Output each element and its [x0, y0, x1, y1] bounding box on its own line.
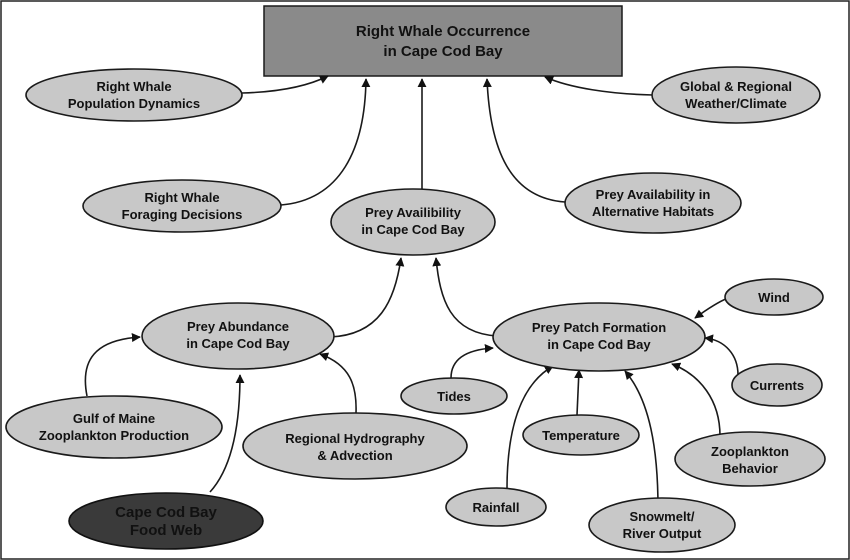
edge-temperature-to-patch [574, 369, 584, 416]
node-gulf-of-maine-line-1: Gulf of Maine [73, 411, 155, 426]
title-line-2: in Cape Cod Bay [383, 43, 503, 60]
edge-snowmelt-to-patch [624, 370, 659, 509]
node-zooplankton-behavior-line-1: Zooplankton [711, 444, 789, 459]
node-temperature-label: Temperature [542, 428, 620, 443]
edge-population-to-title [241, 75, 329, 94]
edge-gulf-to-abundance [84, 333, 141, 397]
node-gulf-of-maine: Gulf of Maine Zooplankton Production [5, 395, 223, 459]
edge-zooplankton-to-patch [671, 362, 721, 437]
title-node: Right Whale Occurrence in Cape Cod Bay [263, 5, 623, 77]
node-foraging-decisions-line-1: Right Whale [144, 190, 219, 205]
node-patch-formation: Prey Patch Formation in Cape Cod Bay [492, 302, 706, 372]
node-patch-formation-line-1: Prey Patch Formation [532, 320, 666, 335]
node-currents-label: Currents [750, 378, 804, 393]
title-line-1: Right Whale Occurrence [356, 23, 530, 40]
node-weather-climate-line-1: Global & Regional [680, 79, 792, 94]
node-regional-hydrography-line-1: Regional Hydrography [285, 431, 425, 446]
node-weather-climate: Global & Regional Weather/Climate [651, 66, 821, 124]
node-snowmelt: Snowmelt/ River Output [588, 497, 736, 553]
node-cape-cod-food-web-line-2: Food Web [130, 522, 202, 539]
node-zooplankton-behavior-line-2: Behavior [722, 461, 778, 476]
node-foraging-decisions-line-2: Foraging Decisions [122, 207, 243, 222]
node-prey-availability-line-2: in Cape Cod Bay [361, 222, 465, 237]
node-population-dynamics: Right Whale Population Dynamics [25, 68, 243, 122]
edge-alternative-to-title [482, 78, 566, 203]
node-prey-abundance: Prey Abundance in Cape Cod Bay [141, 302, 335, 370]
node-prey-abundance-line-1: Prey Abundance [187, 319, 289, 334]
node-rainfall: Rainfall [445, 487, 547, 527]
edge-currents-to-patch [704, 334, 739, 376]
node-cape-cod-food-web: Cape Cod Bay Food Web [68, 492, 264, 550]
node-wind: Wind [724, 278, 824, 316]
node-tides-label: Tides [437, 389, 471, 404]
node-snowmelt-line-1: Snowmelt/ [629, 509, 694, 524]
edge-rainfall-to-patch [506, 365, 554, 490]
node-alternative-habitats: Prey Availability in Alternative Habitat… [564, 172, 742, 234]
edges [84, 75, 739, 509]
node-population-dynamics-line-1: Right Whale [96, 79, 171, 94]
node-currents: Currents [731, 363, 823, 407]
node-regional-hydrography: Regional Hydrography & Advection [242, 412, 468, 480]
edge-patch-to-availability [432, 257, 498, 337]
node-tides: Tides [400, 377, 508, 415]
node-prey-availability-line-1: Prey Availibility [365, 205, 462, 220]
node-patch-formation-line-2: in Cape Cod Bay [547, 337, 651, 352]
edge-tides-to-patch [450, 344, 494, 379]
node-temperature: Temperature [522, 414, 640, 456]
node-population-dynamics-line-2: Population Dynamics [68, 96, 200, 111]
node-gulf-of-maine-line-2: Zooplankton Production [39, 428, 189, 443]
node-wind-label: Wind [758, 290, 790, 305]
node-rainfall-label: Rainfall [473, 500, 520, 515]
node-zooplankton-behavior: Zooplankton Behavior [674, 431, 826, 487]
node-weather-climate-line-2: Weather/Climate [685, 96, 787, 111]
edge-abundance-to-availability [329, 257, 405, 338]
edge-hydrography-to-abundance [319, 352, 357, 414]
edge-foraging-to-title [280, 78, 371, 206]
node-prey-abundance-line-2: in Cape Cod Bay [186, 336, 290, 351]
edge-weather-to-title [544, 76, 654, 96]
node-regional-hydrography-line-2: & Advection [317, 448, 392, 463]
node-alternative-habitats-line-2: Alternative Habitats [592, 204, 714, 219]
node-cape-cod-food-web-line-1: Cape Cod Bay [115, 504, 217, 521]
edge-foodweb-to-abundance [209, 374, 245, 493]
node-foraging-decisions: Right Whale Foraging Decisions [82, 179, 282, 233]
node-prey-availability: Prey Availibility in Cape Cod Bay [330, 188, 496, 256]
node-alternative-habitats-line-1: Prey Availability in [596, 187, 711, 202]
node-snowmelt-line-2: River Output [623, 526, 702, 541]
